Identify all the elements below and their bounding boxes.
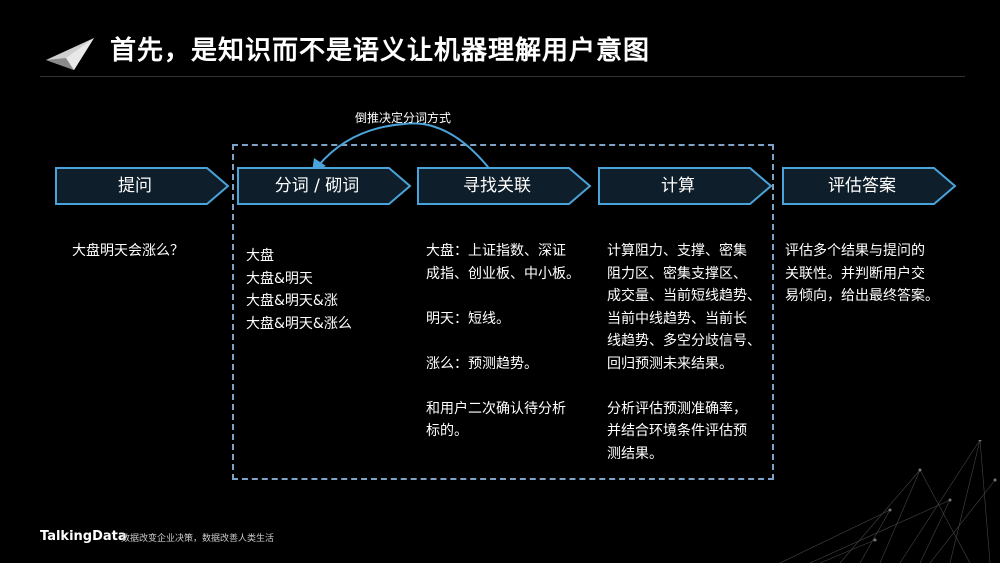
- column-segment-text: 大盘 大盘&明天 大盘&明天&涨 大盘&明天&涨么: [246, 248, 352, 332]
- step-label: 评估答案: [828, 176, 896, 196]
- step-label: 计算: [661, 176, 695, 196]
- footer-slogan: 数据改变企业决策，数据改善人类生活: [121, 534, 275, 544]
- network-decoration: [780, 440, 997, 563]
- step-evaluate: 评估答案: [782, 167, 957, 205]
- brand-logo-text: TalkingData: [40, 529, 127, 544]
- title-divider: [40, 76, 965, 77]
- step-label: 分词 / 砌词: [274, 176, 360, 196]
- reverse-label: 倒推决定分词方式: [355, 111, 452, 125]
- column-ask-text: 大盘明天会涨么？: [72, 243, 184, 259]
- column-relation-text: 大盘：上证指数、深证 成指、创业板、中小板。 明天：短线。 涨么：预测趋势。 和…: [426, 243, 580, 439]
- step-label: 提问: [118, 176, 152, 196]
- step-ask: 提问: [55, 167, 230, 205]
- step-segment: 分词 / 砌词: [237, 167, 412, 205]
- paper-plane-logo-icon: [44, 36, 96, 76]
- step-find-relation: 寻找关联: [417, 167, 592, 205]
- step-compute: 计算: [598, 167, 773, 205]
- step-label: 寻找关联: [463, 176, 531, 196]
- process-group-box: [232, 144, 774, 480]
- column-evaluate-text: 评估多个结果与提问的 关联性。并判断用户交 易倾向，给出最终答案。: [785, 243, 939, 304]
- page-title: 首先，是知识而不是语义让机器理解用户意图: [110, 36, 651, 66]
- column-compute-text: 计算阻力、支撑、密集 阻力区、密集支撑区、 成交量、当前短线趋势、 当前中线趋势…: [607, 243, 761, 462]
